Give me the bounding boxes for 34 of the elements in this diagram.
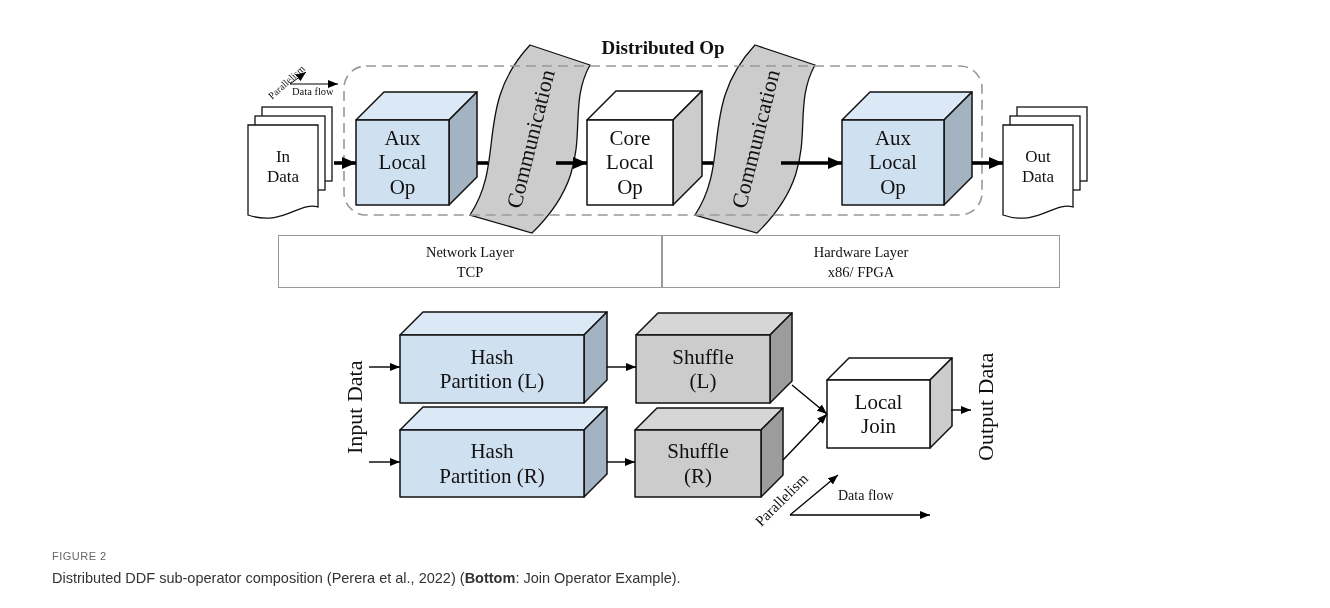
connector-line <box>702 161 713 165</box>
arrow <box>606 363 637 371</box>
data-label: In Data <box>265 147 301 187</box>
operator-label: Hash Partition (L) <box>438 344 546 394</box>
data-label: Out Data <box>1020 147 1056 187</box>
arrow <box>791 384 828 415</box>
connector-line <box>477 161 488 165</box>
arrow <box>782 413 828 461</box>
layer-table-cell <box>278 235 662 288</box>
data-label: Input Data <box>341 359 368 456</box>
operator-label: Hash Partition (R) <box>438 439 546 488</box>
operator-label: Local Join <box>853 389 904 439</box>
operator-label: Aux Local Op <box>868 126 918 199</box>
layer-table-cell <box>662 235 1060 288</box>
layer-text: Hardware Layer <box>813 242 909 262</box>
arrow <box>950 406 972 414</box>
operator-label: Shuffle (R) <box>666 439 730 488</box>
data-label: Output Data <box>972 351 999 464</box>
operator-label: Core Local Op <box>605 126 655 199</box>
layer-text: TCP <box>456 262 484 282</box>
arrow <box>972 157 1003 169</box>
arrow <box>556 157 587 169</box>
arrow <box>368 458 401 466</box>
layer-text: Network Layer <box>425 242 515 262</box>
layer-text: x86/ FPGA <box>827 262 895 282</box>
arrow <box>781 157 842 169</box>
arrow <box>368 363 401 371</box>
operator-label: Shuffle (L) <box>671 344 735 394</box>
arrow <box>606 458 636 466</box>
figure-number: FIGURE 2 <box>52 550 107 562</box>
operator-label: Aux Local Op <box>377 126 428 199</box>
arrow <box>334 157 356 169</box>
figure-caption: Distributed DDF sub-operator composition (Perera et al., 2022) (Bottom: Join Operator Example). <box>52 570 681 586</box>
axis-label: Data flow <box>838 488 894 504</box>
